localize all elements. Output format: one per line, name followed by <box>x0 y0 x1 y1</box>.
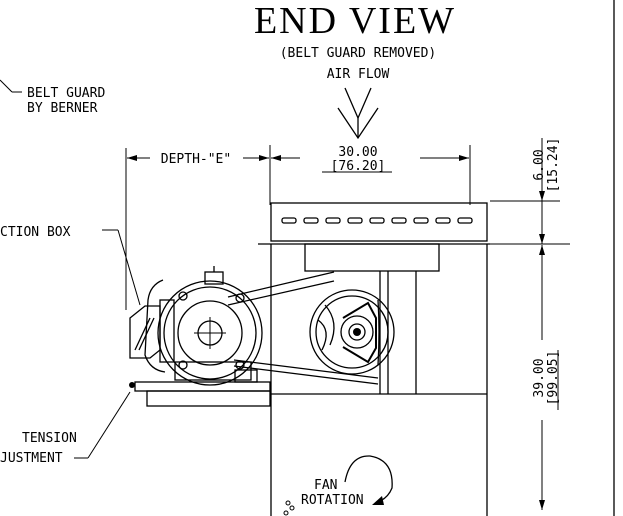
motor-base <box>129 381 271 407</box>
fan-rotation-label-2: ROTATION <box>301 493 364 508</box>
rotation-arrow <box>344 455 393 503</box>
width-in-label: 30.00 <box>338 145 377 160</box>
motor <box>144 266 263 386</box>
top-in-label: 6.00 <box>532 149 547 180</box>
subtitle: (BELT GUARD REMOVED) <box>280 46 437 61</box>
belt <box>227 271 379 385</box>
top-mm-label: [15.24] <box>546 138 561 193</box>
vertical-dimensions <box>490 138 570 510</box>
junction-box <box>129 305 161 359</box>
housing <box>258 202 490 516</box>
tension-leader <box>87 391 131 459</box>
belt-guard-leader <box>0 79 13 93</box>
fan-pulley <box>309 289 395 375</box>
depth-dimension <box>125 145 271 310</box>
airflow-arrow <box>337 87 379 140</box>
belt-guard-label-2: BY BERNER <box>27 101 98 116</box>
width-mm-label: [76.20] <box>331 159 386 174</box>
depth-label: DEPTH-"E" <box>161 152 231 167</box>
height-mm-label: [99.05] <box>546 351 561 406</box>
junction-box-label: CTION BOX <box>0 225 71 240</box>
top-panel-slots <box>281 217 473 224</box>
airflow-label: AIR FLOW <box>327 67 390 82</box>
title: END VIEW <box>254 0 456 42</box>
tension-label-2: JUSTMENT <box>0 451 63 466</box>
width-dimension <box>271 145 471 205</box>
rotation-dots <box>283 500 295 516</box>
belt-guard-label: BELT GUARD <box>27 86 105 101</box>
tension-label: TENSION <box>22 431 77 446</box>
height-in-label: 39.00 <box>532 358 547 397</box>
fan-rotation-label: FAN <box>314 478 337 493</box>
